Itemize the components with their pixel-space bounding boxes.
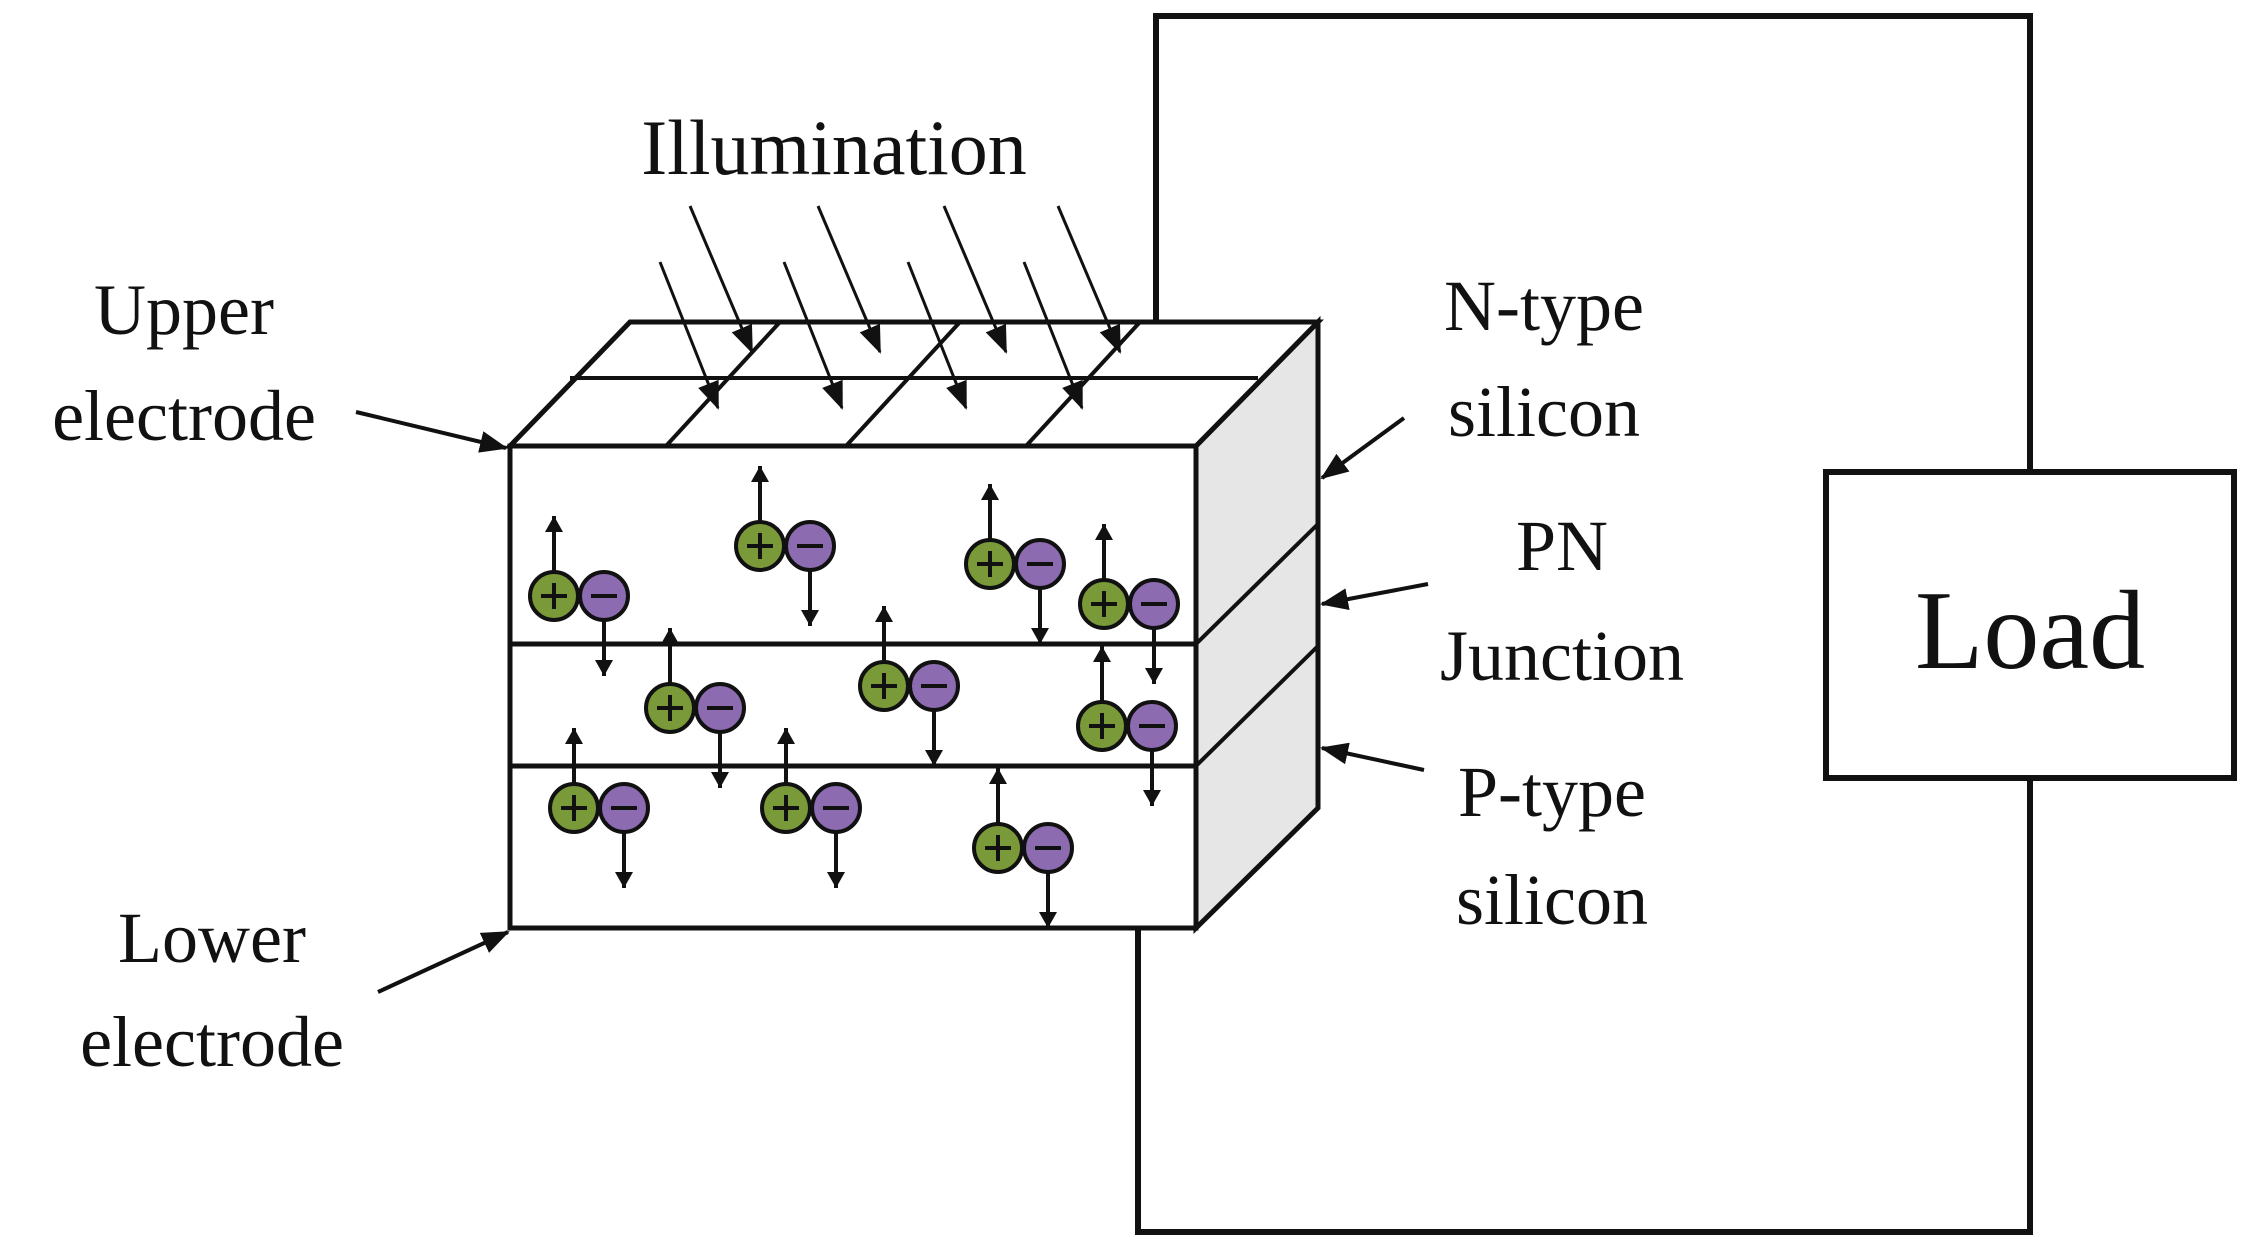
pn-junction-pointer bbox=[1320, 582, 1429, 610]
electron bbox=[578, 570, 630, 622]
carrier-drift-arrowhead bbox=[827, 872, 845, 888]
light-ray bbox=[1056, 205, 1122, 354]
hole bbox=[964, 538, 1016, 590]
n-type-label-line2: silicon bbox=[1448, 372, 1640, 452]
carrier-drift-arrowhead bbox=[777, 728, 795, 744]
pn-junction-label-line2: Junction bbox=[1440, 616, 1684, 696]
top-face bbox=[504, 319, 1324, 449]
hole bbox=[1078, 578, 1130, 630]
load-label: Load bbox=[1915, 569, 2145, 693]
hole bbox=[548, 782, 600, 834]
load-rect bbox=[1823, 469, 2237, 781]
light-ray bbox=[1022, 261, 1084, 410]
light-ray bbox=[942, 205, 1008, 354]
carrier-drift-arrowhead bbox=[711, 772, 729, 788]
solar-cell-block bbox=[504, 315, 1324, 934]
illumination-arrows bbox=[658, 205, 1122, 410]
light-ray bbox=[782, 261, 844, 410]
circuit-wire bbox=[1135, 13, 2033, 1235]
upper-electrode-label-line2: electrode bbox=[52, 376, 316, 456]
lower-electrode-pointer bbox=[377, 930, 510, 994]
label-pointers bbox=[355, 410, 1429, 994]
carrier-drift-arrowhead bbox=[925, 750, 943, 766]
front-face bbox=[507, 443, 1199, 931]
pn-junction-label-line1: PN bbox=[1516, 506, 1608, 586]
carrier-drift-arrowhead bbox=[615, 872, 633, 888]
electron bbox=[1014, 538, 1066, 590]
carrier-drift-arrowhead bbox=[989, 768, 1007, 784]
hole bbox=[644, 682, 696, 734]
load-box: Load bbox=[1823, 469, 2237, 781]
hole bbox=[858, 660, 910, 712]
light-ray bbox=[906, 261, 968, 410]
lower-electrode-label-line1: Lower bbox=[118, 898, 306, 978]
electron bbox=[784, 520, 836, 572]
upper-electrode-pointer bbox=[355, 410, 508, 453]
hole bbox=[734, 520, 786, 572]
hole bbox=[1076, 700, 1128, 752]
lower-electrode-label-line2: electrode bbox=[80, 1002, 344, 1082]
light-ray bbox=[816, 205, 882, 354]
hole bbox=[528, 570, 580, 622]
electron bbox=[1128, 578, 1180, 630]
side-layer-boundaries bbox=[1194, 522, 1320, 768]
carrier-drift-arrowhead bbox=[751, 466, 769, 482]
carrier-drift-arrowhead bbox=[545, 516, 563, 532]
carrier-drift-arrowhead bbox=[1039, 912, 1057, 928]
carrier-drift-arrowhead bbox=[1095, 524, 1113, 540]
carrier-drift-arrowhead bbox=[661, 628, 679, 644]
carrier-drift-arrowhead bbox=[595, 660, 613, 676]
carrier-drift-arrowhead bbox=[565, 728, 583, 744]
wire-bottom bbox=[1135, 778, 2033, 1235]
electron bbox=[694, 682, 746, 734]
p-type-label-line2: silicon bbox=[1456, 860, 1648, 940]
n-type-label-line1: N-type bbox=[1444, 266, 1644, 346]
hole bbox=[760, 782, 812, 834]
text-labels: Illumination Upper electrode Lower elect… bbox=[52, 104, 1684, 1082]
carrier-drift-arrowhead bbox=[1093, 646, 1111, 662]
carrier-drift-arrowhead bbox=[875, 606, 893, 622]
carrier-drift-arrowhead bbox=[981, 484, 999, 500]
carrier-drift-arrowhead bbox=[1143, 790, 1161, 806]
carrier-pairs bbox=[528, 466, 1180, 928]
electron bbox=[908, 660, 960, 712]
illumination-label: Illumination bbox=[641, 104, 1027, 191]
carrier-drift-arrowhead bbox=[801, 610, 819, 626]
wire-top bbox=[1153, 13, 2033, 472]
electron bbox=[810, 782, 862, 834]
carrier-drift-arrowhead bbox=[1145, 668, 1163, 684]
hole bbox=[972, 822, 1024, 874]
electron bbox=[1022, 822, 1074, 874]
light-ray bbox=[658, 261, 720, 410]
n-type-pointer bbox=[1320, 416, 1406, 480]
carrier-drift-arrowhead bbox=[1031, 628, 1049, 644]
electron bbox=[1126, 700, 1178, 752]
p-type-label-line1: P-type bbox=[1458, 752, 1646, 832]
p-type-pointer bbox=[1320, 742, 1425, 772]
light-ray bbox=[688, 205, 754, 354]
upper-electrode-label-line1: Upper bbox=[94, 270, 274, 350]
layer-boundaries bbox=[510, 641, 1196, 769]
electron bbox=[598, 782, 650, 834]
